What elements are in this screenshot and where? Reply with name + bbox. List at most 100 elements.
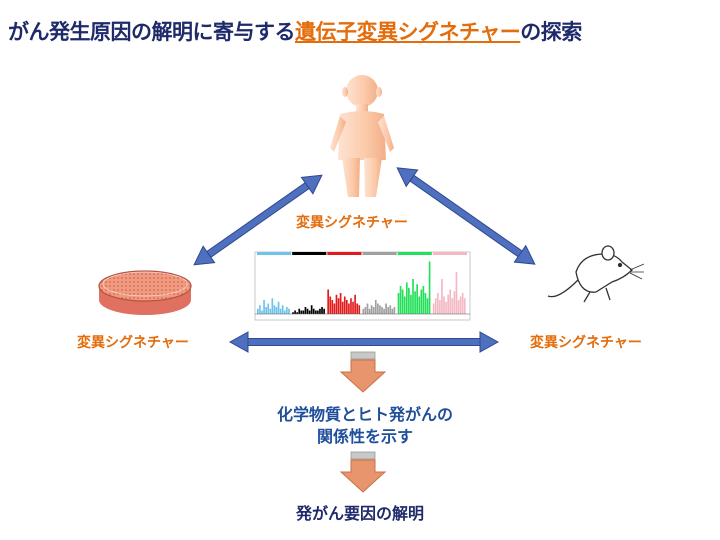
signature-bar [385, 303, 387, 314]
signature-bar [439, 300, 441, 314]
signature-bar [298, 308, 301, 314]
signature-bar [267, 303, 270, 314]
signature-bar [405, 282, 408, 314]
signature-bar [461, 293, 464, 314]
conclusion-text: 発がん要因の解明 [295, 504, 424, 523]
signature-bar [364, 307, 367, 314]
signature-bar [294, 310, 296, 314]
signature-bar [443, 296, 445, 314]
signature-bar [414, 291, 416, 314]
slide-title: がん発生原因の解明に寄与する遺伝子変異シグネチャーの探索 [8, 16, 712, 46]
signature-bar [271, 298, 274, 314]
down-arrow-2 [339, 451, 387, 493]
signature-bar [377, 303, 379, 314]
signature-bar [391, 308, 394, 314]
signature-bar [275, 307, 278, 314]
human-figure-icon [330, 75, 394, 197]
signature-bar [451, 298, 454, 314]
signature-bar [304, 307, 307, 314]
signature-bar [389, 305, 392, 314]
signature-bar [345, 300, 348, 314]
signature-bar [374, 300, 377, 314]
signature-bar [418, 296, 421, 314]
signature-bar [441, 279, 443, 314]
signature-chart [254, 251, 471, 321]
signature-bar [436, 293, 439, 314]
signature-bar [399, 286, 402, 314]
label-human: 変異シグネチャー [296, 215, 408, 231]
signature-chart-bars [257, 261, 466, 314]
down-arrow-1 [339, 351, 387, 393]
signature-bar [273, 305, 276, 314]
signature-bar [302, 310, 305, 314]
signature-bar [412, 279, 414, 314]
signature-band [432, 252, 467, 255]
signature-bar [459, 296, 462, 314]
signature-bar [292, 312, 294, 314]
signature-bar [403, 296, 406, 314]
signature-bar [279, 308, 282, 314]
signature-bar [321, 307, 323, 314]
signature-bar [393, 307, 396, 314]
signature-bar [281, 305, 284, 314]
signature-bar [343, 296, 346, 314]
signature-bar [308, 310, 311, 314]
signature-bar [265, 307, 267, 314]
title-prefix: がん発生原因の解明に寄与する [8, 20, 296, 44]
title-suffix: の探索 [520, 20, 582, 44]
signature-bar [352, 301, 354, 314]
signature-bar [327, 289, 330, 314]
signature-bar [420, 289, 423, 314]
signature-bar [314, 310, 317, 314]
signature-bar [283, 310, 286, 314]
signature-bar [397, 293, 400, 314]
arrow-human-mouse [396, 167, 536, 265]
signature-bar [263, 300, 265, 314]
signature-bar [331, 300, 334, 314]
label-dish: 変異シグネチャー [77, 335, 189, 351]
signature-bar [416, 284, 418, 314]
signature-bar [366, 303, 369, 314]
signature-bar [387, 307, 390, 314]
signature-bar [432, 303, 435, 314]
blue-arrows [193, 167, 536, 353]
signature-bar [310, 305, 313, 314]
signature-band [397, 252, 432, 255]
signature-band [292, 252, 327, 255]
signature-bar [335, 294, 338, 314]
signature-bar [323, 308, 325, 314]
label-mouse: 変異シグネチャー [530, 335, 642, 351]
middle-text-line2: 関係性を示す [316, 427, 413, 446]
signature-bar [341, 301, 344, 314]
signature-bar [296, 312, 298, 314]
signature-band [362, 252, 397, 255]
signature-bar [379, 305, 381, 314]
petri-dish-icon [98, 270, 192, 315]
signature-bar [269, 308, 272, 314]
signature-bar [300, 310, 303, 314]
mouse-icon [547, 245, 645, 303]
signature-bar [317, 310, 319, 314]
signature-bar [354, 294, 356, 314]
signature-bar [329, 296, 332, 314]
signature-bar [358, 305, 361, 314]
signature-bar [447, 294, 450, 314]
signature-bar [463, 298, 466, 314]
signature-bar [424, 293, 427, 314]
signature-bar [288, 308, 290, 314]
signature-bar [348, 303, 350, 314]
signature-bar [422, 286, 425, 314]
signature-bar [453, 291, 456, 314]
middle-text-line1: 化学物質とヒト発がんの [276, 405, 453, 424]
signature-bar [368, 308, 371, 314]
signature-bar [449, 289, 452, 314]
signature-bar [312, 308, 315, 314]
signature-bar [362, 308, 365, 314]
signature-bar [370, 305, 373, 314]
signature-bar [401, 289, 404, 314]
signature-bar [333, 303, 336, 314]
signature-bar [319, 308, 321, 314]
signature-bar [457, 300, 460, 314]
signature-bar [408, 287, 410, 314]
